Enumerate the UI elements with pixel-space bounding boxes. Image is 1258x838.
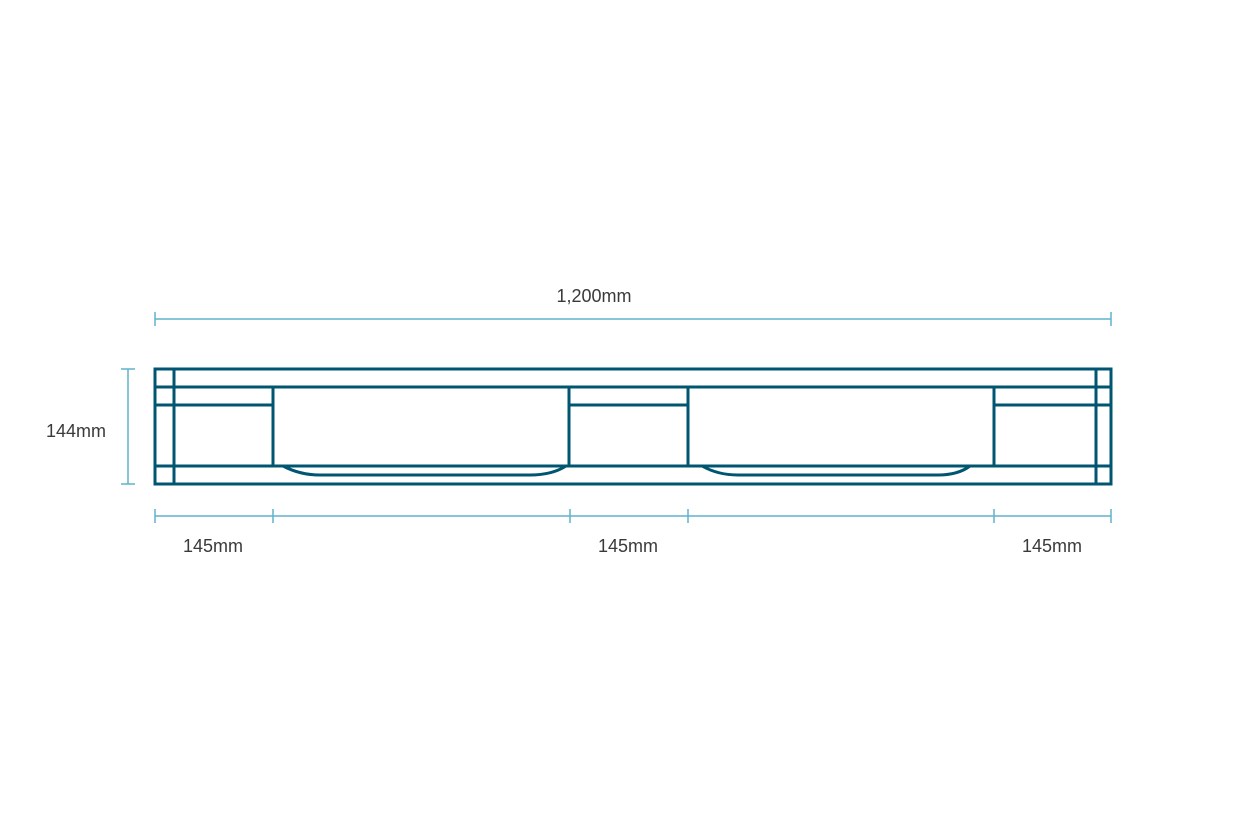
block-width-label-center: 145mm (597, 536, 659, 556)
height-dimension-line (121, 368, 135, 485)
pallet-outline (153, 367, 1113, 486)
block-width-label-left: 145mm (182, 536, 244, 556)
length-label: 1,200mm (556, 286, 632, 306)
block-width-label-right: 145mm (1021, 536, 1083, 556)
block-dimension-line (154, 509, 1112, 523)
height-label: 144mm (45, 421, 107, 441)
length-dimension-line (154, 312, 1112, 326)
